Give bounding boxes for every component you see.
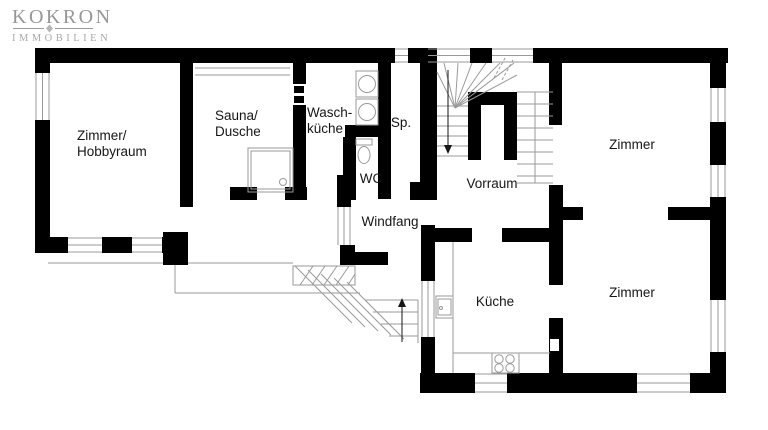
shower (247, 147, 294, 193)
toilet (355, 138, 373, 164)
logo-tagline-text: IMMOBILIEN (12, 33, 111, 44)
room-label-sp: Sp. (391, 115, 411, 130)
windows (35, 48, 726, 393)
room-label-zimmer-hobbyraum-2: Hobbyraum (77, 144, 147, 159)
room-label-sauna-2: Dusche (215, 124, 261, 139)
stove (491, 352, 520, 374)
room-label-zimmer-bottom: Zimmer (609, 285, 655, 300)
logo: KOKRON IMMOBILIEN (12, 6, 113, 44)
room-labels: Zimmer/ Hobbyraum Sauna/ Dusche Wasch- k… (77, 105, 655, 309)
walls (35, 48, 728, 393)
washing-machines (355, 70, 379, 126)
interior-staircase (436, 57, 553, 184)
kitchen-sink (435, 295, 454, 319)
room-label-waschkueche-2: küche (307, 121, 343, 136)
room-label-zimmer-top: Zimmer (609, 137, 655, 152)
entrance-stairs (48, 262, 419, 343)
logo-brand-text: KOKRON (12, 6, 113, 28)
room-label-sauna-1: Sauna/ (215, 108, 258, 123)
room-label-wc: WC (360, 171, 383, 186)
logo-diamond-icon (46, 24, 53, 33)
room-label-vorraum: Vorraum (466, 176, 517, 191)
room-label-waschkueche-1: Wasch- (307, 105, 352, 120)
room-label-kueche: Küche (476, 294, 514, 309)
fixtures (195, 67, 550, 374)
room-label-zimmer-hobbyraum-1: Zimmer/ (77, 128, 127, 143)
room-label-windfang: Windfang (361, 214, 418, 229)
chimney (550, 339, 559, 351)
